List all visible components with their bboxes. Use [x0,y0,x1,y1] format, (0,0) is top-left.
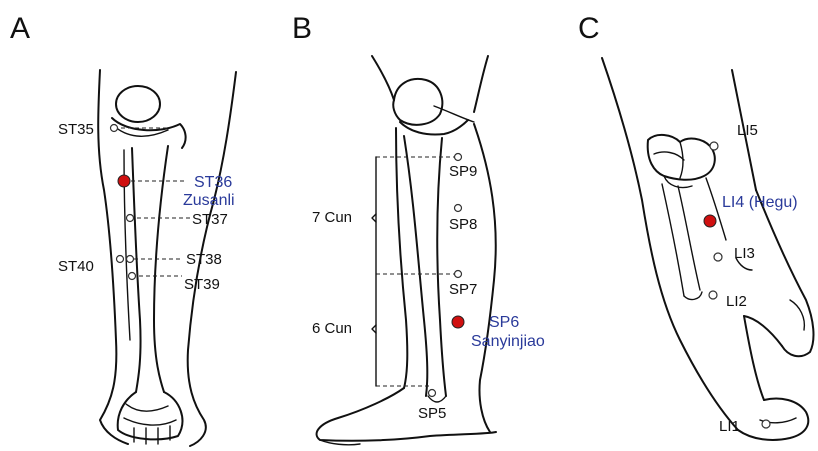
st38-point [127,256,134,263]
panel-b-letter: B [292,12,312,45]
sp9-point [455,154,462,161]
st39-label: ST39 [184,276,220,293]
panel-a-letter: A [10,12,30,45]
st35-point [111,125,118,132]
sp6-point [452,316,464,328]
panel-b: B 7 Cun [292,12,545,445]
six-cun-label: 6 Cun [312,320,352,337]
li1-label: LI1 [719,418,740,435]
li3-label: LI3 [734,245,755,262]
st38-label: ST38 [186,251,222,268]
li1-point [762,420,770,428]
li3-point [714,253,722,261]
li4-point [704,215,716,227]
li4-label: LI4 (Hegu) [722,194,798,211]
st36-label: ST36 [194,174,232,191]
seven-cun-label: 7 Cun [312,209,352,226]
sp7-label: SP7 [449,281,477,298]
panel-a: A [10,12,236,446]
sp8-point [455,205,462,212]
st40-point [117,256,124,263]
st39-point [129,273,136,280]
st35-label: ST35 [58,121,94,138]
st37-label: ST37 [192,211,228,228]
li2-point [709,291,717,299]
st37-point [127,215,134,222]
sp5-point [429,390,436,397]
li2-label: LI2 [726,293,747,310]
sp6-name: Sanyinjiao [471,333,545,350]
st36-point [118,175,130,187]
st40-label: ST40 [58,258,94,275]
sp7-point [455,271,462,278]
li5-point [710,142,718,150]
sp8-label: SP8 [449,216,477,233]
li5-label: LI5 [737,122,758,139]
hand-drawing [602,58,813,440]
panel-c-letter: C [578,12,600,45]
cun-bracket [372,157,458,386]
st36-name: Zusanli [183,192,235,209]
sp6-label: SP6 [489,314,519,331]
panel-c: C [578,12,813,440]
sp9-label: SP9 [449,163,477,180]
sp5-label: SP5 [418,405,446,422]
